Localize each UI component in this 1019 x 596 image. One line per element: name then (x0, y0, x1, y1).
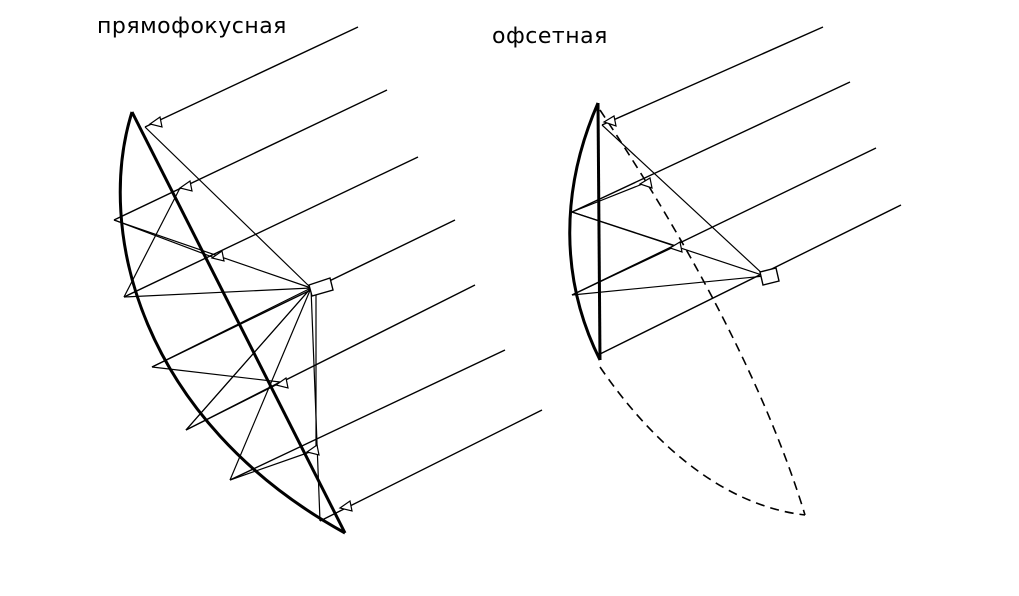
cross-line-5 (230, 452, 310, 480)
offset-cross-3 (572, 212, 676, 246)
cross-line-3 (152, 367, 280, 382)
incoming-ray-6 (230, 350, 505, 480)
offset-label: офсетная (492, 24, 608, 49)
arrowhead-3 (212, 251, 224, 261)
cross-line-6 (186, 288, 311, 430)
offset-dashed-parabola (600, 367, 805, 515)
offset-cross-1 (572, 183, 645, 212)
arrowhead-5 (307, 445, 319, 455)
offset-arrowhead-3 (670, 242, 682, 252)
offset-arrowheads (604, 116, 682, 252)
offset-arrowhead-2 (640, 178, 652, 188)
offset-dish-curve (570, 103, 600, 360)
cross-line-4 (186, 382, 280, 430)
prime-focus-cross-lines (114, 188, 311, 480)
prime-focus-label: прямофокусная (97, 14, 287, 39)
offset-incoming-ray-1 (602, 27, 823, 125)
cross-line-1 (114, 220, 215, 258)
reflected-ray-1 (145, 127, 311, 288)
prime-focus-dish-chord (132, 112, 345, 533)
prime-focus-dish-curve (120, 112, 345, 533)
offset-dish-chord (598, 103, 600, 360)
offset-incoming-ray-4 (598, 205, 901, 355)
offset-feed-horn (760, 268, 779, 285)
reflected-ray-2 (114, 220, 311, 288)
reflected-ray-4 (152, 288, 311, 367)
incoming-ray-2 (114, 90, 387, 220)
incoming-ray-7 (320, 410, 542, 521)
offset-diagram (570, 27, 901, 515)
offset-dashed-diagonal (600, 110, 805, 515)
offset-incoming-rays (572, 27, 901, 355)
offset-cross-2 (572, 246, 676, 295)
arrowhead-4 (276, 378, 288, 388)
prime-focus-reflected-rays (114, 127, 320, 521)
arrowhead-2 (180, 181, 192, 191)
offset-reflected-ray-3 (572, 276, 765, 295)
offset-arrowhead-1 (604, 116, 616, 126)
prime-focus-feed-horn (309, 278, 333, 296)
offset-reflected-ray-1 (602, 125, 765, 276)
prime-focus-incoming-rays (114, 27, 542, 521)
arrowhead-6 (340, 501, 352, 511)
prime-focus-arrowheads (150, 117, 352, 511)
arrowhead-1 (150, 117, 162, 127)
offset-reflected-rays (572, 125, 765, 295)
prime-focus-diagram (114, 27, 542, 533)
reflected-ray-3 (124, 288, 311, 297)
incoming-ray-3 (124, 157, 418, 297)
incoming-ray-1 (145, 27, 358, 127)
offset-incoming-ray-2 (572, 82, 850, 212)
